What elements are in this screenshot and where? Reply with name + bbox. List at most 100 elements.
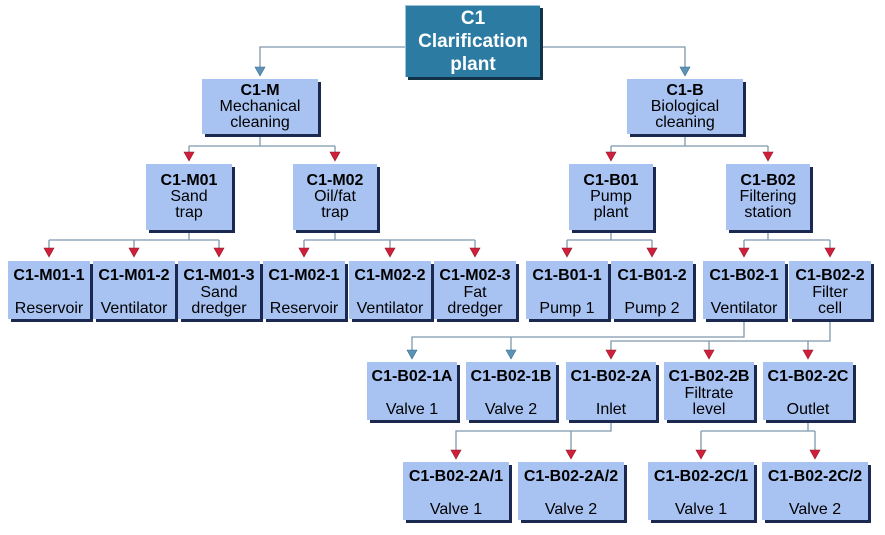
node-code: C1-B02-2B — [668, 368, 750, 385]
node-c1-m: C1-M Mechanical cleaning — [202, 79, 318, 134]
node-label: Valve 2 — [544, 501, 598, 518]
node-c1-m02-1: C1-M02-1 Reservoir — [263, 261, 345, 319]
node-c1-m02: C1-M02 Oil/fat trap — [293, 164, 377, 230]
node-code: C1-B01 — [583, 172, 639, 189]
node-label: Oil/fat — [314, 188, 356, 205]
node-label: level — [692, 401, 726, 418]
node-c1-b02-1b: C1-B02-1B Valve 2 — [466, 362, 556, 420]
node-description: Outlet — [763, 402, 853, 418]
node-c1-b01-1: C1-B01-1 Pump 1 — [526, 261, 608, 319]
node-c1-b02-2a-1: C1-B02-2A/1 Valve 1 — [403, 462, 509, 520]
connector-c1-m-children — [188, 137, 336, 152]
arrow-to-c1-m01-1 — [43, 247, 55, 258]
node-c1-b02-2a: C1-B02-2A Inlet — [566, 362, 656, 420]
arrow-to-c1-b — [679, 66, 691, 77]
arrow-to-c1-b02-1 — [738, 247, 750, 258]
node-c1-m01-3: C1-M01-3 Sand dredger — [178, 261, 260, 319]
node-label: Ventilator — [100, 300, 168, 317]
node-label: Valve 1 — [674, 501, 728, 518]
node-c1: C1 Clarification plant — [405, 5, 540, 77]
node-label: Valve 2 — [484, 401, 538, 418]
node-c1-b: C1-B Biological cleaning — [627, 79, 743, 134]
node-code: C1-M02-1 — [268, 267, 340, 284]
node-code: C1-M — [240, 81, 280, 99]
node-c1-b02-2: C1-B02-2 Filter cell — [789, 261, 871, 319]
node-label: cleaning — [230, 113, 290, 131]
node-c1-b02-2c-2: C1-B02-2C/2 Valve 2 — [762, 462, 868, 520]
node-label: cell — [817, 300, 842, 317]
node-label: cleaning — [655, 113, 715, 131]
node-label: Pump 2 — [624, 300, 680, 317]
arrow-to-c1-b01-2 — [646, 247, 658, 258]
node-description: Valve 2 — [466, 402, 556, 418]
node-description: Ventilator — [93, 301, 175, 317]
node-label: Ventilator — [710, 300, 778, 317]
node-code: C1-B — [666, 81, 704, 99]
node-description: Valve 1 — [403, 502, 509, 518]
node-code: C1-B02-1 — [709, 267, 779, 284]
arrow-to-c1-m01-2 — [128, 247, 140, 258]
node-code: C1-M01-1 — [13, 267, 85, 284]
node-description: Valve 1 — [648, 502, 754, 518]
node-description: Ventilator — [349, 301, 431, 317]
connector-c1-b02-children — [743, 233, 831, 248]
node-c1-m01-1: C1-M01-1 Reservoir — [8, 261, 90, 319]
node-c1-b02-2b: C1-B02-2B Filtrate level — [664, 362, 754, 420]
node-code: C1-B01-2 — [617, 267, 687, 284]
connector-c1-m01-children — [48, 233, 220, 248]
node-c1-m01-2: C1-M01-2 Ventilator — [93, 261, 175, 319]
node-code: C1-M02-2 — [354, 267, 426, 284]
node-description: Filter cell — [789, 285, 871, 317]
node-code: C1-M01-3 — [183, 267, 255, 284]
arrow-to-c1-b02-2a-2 — [565, 449, 577, 460]
node-description: Sand dredger — [178, 285, 260, 317]
arrow-to-c1-b01-1 — [561, 247, 573, 258]
node-code: C1-B02-1A — [371, 368, 453, 385]
arrow-to-c1-m01 — [183, 151, 195, 162]
node-code: C1-B02-2C/1 — [653, 468, 749, 485]
node-code: C1-B02-2C/2 — [767, 468, 863, 485]
connector-c1-b02-1-children — [411, 322, 745, 350]
node-description: Valve 2 — [762, 502, 868, 518]
node-c1-b01-2: C1-B01-2 Pump 2 — [611, 261, 693, 319]
node-label: Reservoir — [14, 300, 84, 317]
arrow-to-c1-b02-2c — [802, 349, 814, 360]
arrow-to-c1-b02-2c-1 — [695, 449, 707, 460]
node-code: C1 — [460, 8, 486, 29]
connector-c1-b02-2c-children — [700, 423, 816, 450]
node-description: Valve 2 — [518, 502, 624, 518]
node-c1-b01: C1-B01 Pump plant — [569, 164, 653, 230]
arrow-to-c1-b02-1b — [505, 349, 517, 360]
node-c1-m02-2: C1-M02-2 Ventilator — [349, 261, 431, 319]
arrow-to-c1-m — [254, 66, 266, 77]
node-c1-m01: C1-M01 Sand trap — [146, 164, 232, 230]
arrow-to-c1-m02-1 — [298, 247, 310, 258]
node-label: station — [744, 204, 792, 221]
connector-c1-to-c1-b — [543, 46, 686, 67]
arrow-to-c1-b02 — [762, 151, 774, 162]
node-label: Biological — [650, 97, 720, 115]
arrow-to-c1-b02-2a-1 — [450, 449, 462, 460]
node-c1-b02: C1-B02 Filtering station — [726, 164, 810, 230]
arrow-to-c1-b02-2 — [824, 247, 836, 258]
connector-c1-b01-children — [566, 233, 653, 248]
node-c1-b02-1: C1-B02-1 Ventilator — [703, 261, 785, 319]
arrow-to-c1-m02 — [329, 151, 341, 162]
node-label: Sand — [200, 284, 238, 301]
node-code: C1-B01-1 — [532, 267, 602, 284]
arrow-to-c1-b01 — [605, 151, 617, 162]
node-label: Reservoir — [269, 300, 339, 317]
node-description: Inlet — [566, 402, 656, 418]
node-label: Mechanical — [219, 97, 301, 115]
node-label: dredger — [191, 300, 247, 317]
node-code: C1-B02-2 — [795, 267, 865, 284]
node-label: plant — [593, 204, 629, 221]
node-code: C1-B02 — [740, 172, 796, 189]
node-label: trap — [175, 204, 203, 221]
node-description: Filtrate level — [664, 386, 754, 418]
node-label: Filter — [812, 284, 848, 301]
node-label: Filtrate — [684, 385, 734, 402]
node-c1-b02-2c-1: C1-B02-2C/1 Valve 1 — [648, 462, 754, 520]
